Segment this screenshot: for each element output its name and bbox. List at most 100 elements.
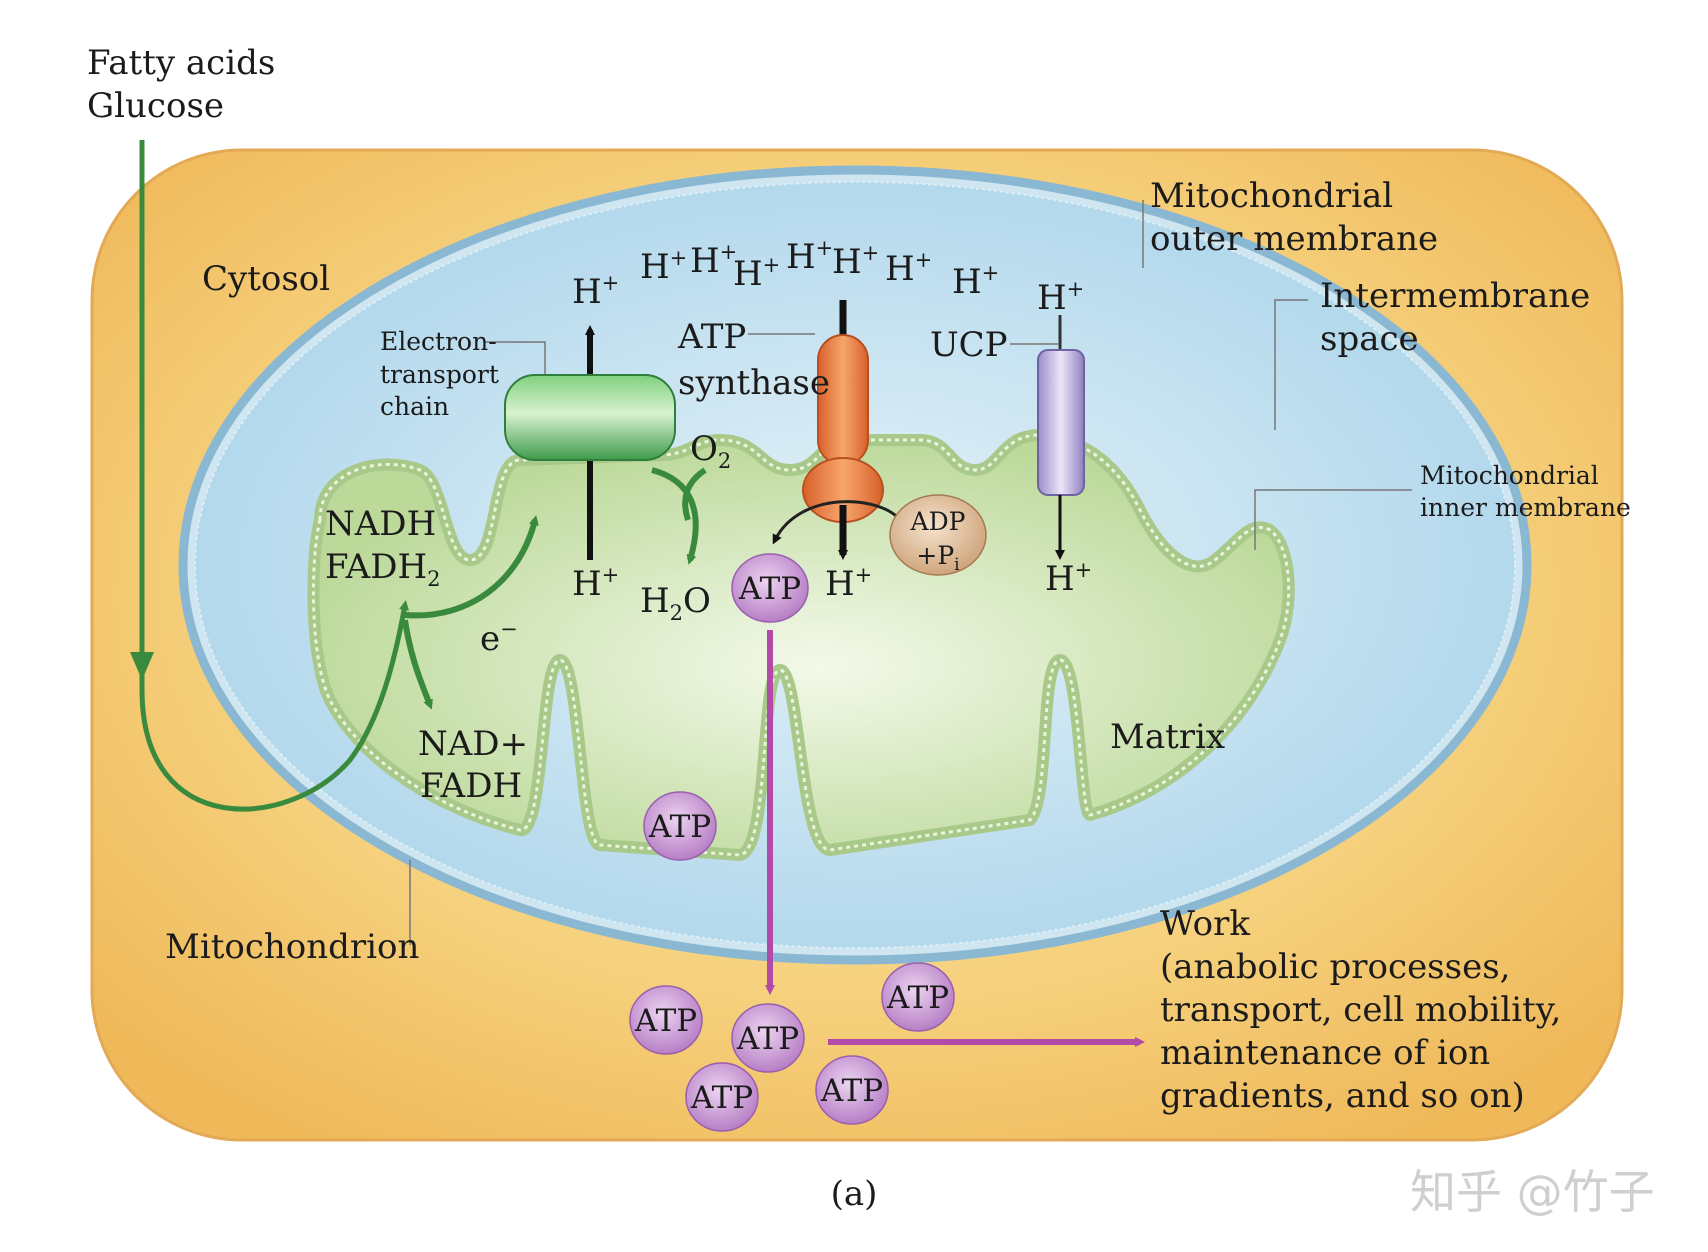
proton-superscript: + [816, 236, 834, 260]
proton-base: H [1045, 559, 1075, 599]
atp-molecule-label: ATP [648, 809, 711, 845]
atp-molecule-circle [629, 985, 703, 1055]
intermembrane-label-line2: space [1320, 319, 1419, 359]
atp-molecule-circle [815, 1055, 889, 1125]
electron-base: e [480, 619, 500, 659]
atp-molecule-label: ATP [820, 1073, 883, 1109]
proton-label: H+ [572, 271, 619, 312]
intermembrane-label-line1: Intermembrane [1320, 276, 1590, 316]
proton-base: H [786, 237, 816, 277]
inputs-label-glucose: Glucose [87, 86, 224, 126]
proton-superscript: + [982, 261, 1000, 285]
proton-label: H+ [1045, 558, 1092, 599]
proton-base: H [640, 247, 670, 287]
uncoupling-protein [1037, 315, 1085, 560]
water-h: H [640, 581, 670, 621]
proton-label: H+ [733, 253, 780, 294]
atp-synthase [772, 300, 902, 560]
proton-superscript: + [720, 240, 738, 264]
matrix-protons: H+ H+ H+ [572, 558, 1092, 604]
atp-molecule-label: ATP [634, 1003, 697, 1039]
proton-base: H [572, 564, 602, 604]
mitochondrion-label: Mitochondrion [165, 927, 419, 967]
water-subscript: 2 [670, 601, 683, 625]
oxygen-subscript: 2 [718, 449, 731, 473]
adp-pi-subscript: i [954, 555, 960, 575]
electron-transport-chain [504, 325, 707, 565]
fuel-input-arrowhead [130, 652, 154, 680]
atp-synthase-label-line2: synthase [678, 363, 830, 403]
leader-inner-membrane [1254, 489, 1412, 550]
atp-molecule-label: ATP [738, 571, 801, 607]
figure-caption: (a) [831, 1174, 878, 1214]
proton-label: H+ [825, 563, 872, 604]
adp-pi-base: +P [916, 541, 954, 570]
atp-molecule-label: ATP [886, 980, 949, 1016]
atp-molecule-circle [643, 791, 717, 861]
proton-superscript: + [670, 246, 688, 270]
mitochondrion [178, 165, 1532, 965]
fuel-input-arrow [139, 140, 410, 812]
atp-synthase-label-line1: ATP [677, 317, 746, 357]
atp-molecules: ATP ATP ATP ATP ATP ATP ATP [629, 553, 955, 1132]
proton-superscript: + [602, 271, 620, 295]
inputs-label-fatty-acids: Fatty acids [87, 43, 275, 83]
work-label-line4: maintenance of ion [1160, 1033, 1490, 1073]
water-label: H2O [640, 581, 711, 625]
adp-to-atp-arrow [772, 500, 902, 545]
electron-superscript: − [500, 617, 518, 641]
atp-molecule: ATP [731, 1003, 805, 1073]
proton-superscript: + [855, 563, 873, 587]
adp-pi-label: +Pi [916, 541, 960, 575]
work-label-line1: Work [1160, 904, 1250, 944]
proton-label: H+ [572, 563, 619, 604]
proton-label: H+ [885, 248, 932, 289]
work-label-line2: (anabolic processes, [1160, 947, 1510, 987]
etc-label-line1: Electron- [380, 327, 497, 356]
inner-membrane-highlight [311, 433, 1291, 857]
atp-molecule: ATP [731, 553, 809, 623]
ucp-channel [1037, 349, 1085, 496]
leader-intermembrane [1274, 299, 1308, 430]
proton-superscript: + [1075, 558, 1093, 582]
proton-base: H [733, 254, 763, 294]
proton-base: H [952, 262, 982, 302]
atp-molecule-label: ATP [690, 1080, 753, 1116]
adp-pi-molecule: ADP +Pi [889, 494, 987, 576]
proton-label: H+ [1037, 277, 1084, 318]
proton-label: H+ [952, 261, 999, 302]
outer-membrane-label-line1: Mitochondrial [1150, 176, 1393, 216]
intermembrane-protons: H+ H+ H+ H+ H+ H+ H+ H+ H+ [572, 236, 1084, 318]
etc-label-line3: chain [380, 392, 449, 421]
proton-base: H [1037, 278, 1067, 318]
proton-label: H+ [832, 241, 879, 282]
proton-base: H [825, 564, 855, 604]
proton-base: H [832, 242, 862, 282]
electron-label: e− [480, 617, 518, 659]
oxygen-to-water-arrow [651, 467, 699, 565]
oxygen-base: O [690, 429, 718, 469]
proton-superscript: + [602, 563, 620, 587]
atp-molecule-circle [685, 1062, 759, 1132]
oxygen-label: O2 [690, 429, 731, 473]
outer-membrane-label-line2: outer membrane [1150, 219, 1438, 259]
work-label-line5: gradients, and so on) [1160, 1076, 1525, 1116]
fadh2-label: FADH2 [325, 547, 440, 591]
atp-molecule-circle [731, 1003, 805, 1073]
proton-label: H+ [640, 246, 687, 287]
proton-label: H+ [786, 236, 833, 277]
water-o: O [683, 581, 711, 621]
fadh-label: FADH [420, 766, 522, 806]
proton-base: H [572, 272, 602, 312]
cytosol-label: Cytosol [202, 259, 330, 299]
proton-superscript: + [915, 248, 933, 272]
leader-lines [409, 200, 1412, 945]
nad-plus-label: NAD+ [418, 724, 528, 764]
adp-label: ADP [910, 507, 966, 536]
proton-superscript: + [763, 253, 781, 277]
nadh-label: NADH [325, 504, 436, 544]
atp-molecule: ATP [685, 1062, 759, 1132]
atp-molecule-circle [731, 553, 809, 623]
proton-base: H [690, 241, 720, 281]
